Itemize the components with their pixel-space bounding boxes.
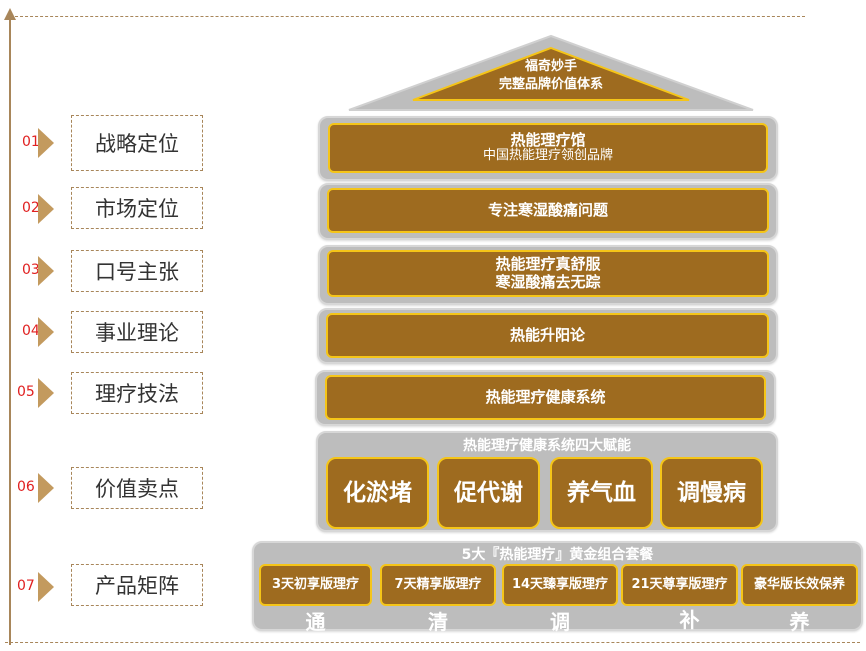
row-number-06: 06	[17, 479, 35, 495]
chevron-right-icon	[38, 128, 54, 158]
label-slogan: 口号主张	[71, 250, 203, 292]
row-number-01: 01	[22, 134, 40, 150]
chevron-right-icon	[38, 572, 54, 602]
tier-6-title: 热能理疗健康系统四大赋能	[463, 438, 631, 454]
row-number-02: 02	[22, 200, 40, 216]
tier-5-box: 热能理疗健康系统	[325, 375, 766, 420]
bottom-dashed-line	[5, 642, 860, 643]
tier-1-subtitle: 中国热能理疗领创品牌	[482, 148, 613, 164]
roof-line-2: 完整品牌价值体系	[498, 76, 603, 92]
empower-item-2: 促代谢	[437, 457, 540, 529]
top-dashed-line	[10, 16, 805, 17]
package-letter-2: 清	[428, 610, 448, 634]
roof-triangle	[348, 34, 754, 111]
package-letter-3: 调	[550, 610, 570, 634]
empower-item-1: 化淤堵	[326, 457, 429, 529]
chevron-right-icon	[38, 194, 54, 224]
vertical-axis-line	[9, 20, 11, 645]
label-strategy: 战略定位	[71, 115, 203, 171]
package-item-1: 3天初享版理疗	[259, 564, 372, 606]
package-item-2: 7天精享版理疗	[380, 564, 496, 606]
package-item-5: 豪华版长效保养	[741, 564, 858, 606]
empower-item-4: 调慢病	[660, 457, 763, 529]
chevron-right-icon	[38, 473, 54, 503]
tier-1-box: 热能理疗馆 中国热能理疗领创品牌	[328, 123, 768, 173]
row-number-05: 05	[17, 384, 35, 400]
label-technique: 理疗技法	[71, 372, 203, 414]
label-theory: 事业理论	[71, 311, 203, 353]
roof-text: 福奇妙手 完整品牌价值体系	[468, 58, 634, 93]
tier-3-line-2: 寒湿酸痛去无踪	[495, 272, 601, 291]
package-item-3: 14天臻享版理疗	[502, 564, 618, 606]
roof-line-1: 福奇妙手	[524, 59, 577, 74]
tier-4-box: 热能升阳论	[326, 313, 769, 358]
chevron-right-icon	[38, 256, 54, 286]
row-number-03: 03	[22, 262, 40, 278]
chevron-right-icon	[38, 317, 54, 347]
label-product-matrix: 产品矩阵	[71, 564, 203, 606]
package-letter-5: 养	[789, 610, 810, 634]
tier-3-box: 热能理疗真舒服 寒湿酸痛去无踪	[327, 250, 769, 297]
chevron-right-icon	[38, 378, 54, 408]
empower-item-3: 养气血	[550, 457, 653, 529]
package-letter-4: 补	[679, 608, 700, 632]
package-letter-1: 通	[305, 610, 326, 634]
row-number-04: 04	[22, 323, 40, 339]
label-value-points: 价值卖点	[71, 467, 203, 509]
row-number-07: 07	[17, 578, 35, 594]
label-market: 市场定位	[71, 187, 203, 229]
tier-7-title: 5大『热能理疗』黄金组合套餐	[461, 547, 654, 563]
tier-2-box: 专注寒湿酸痛问题	[327, 188, 769, 233]
tier-1-title: 热能理疗馆	[510, 130, 586, 149]
tier-3-line-1: 热能理疗真舒服	[495, 255, 601, 274]
vertical-axis-arrow-icon	[4, 8, 16, 20]
package-item-4: 21天尊享版理疗	[621, 564, 738, 606]
